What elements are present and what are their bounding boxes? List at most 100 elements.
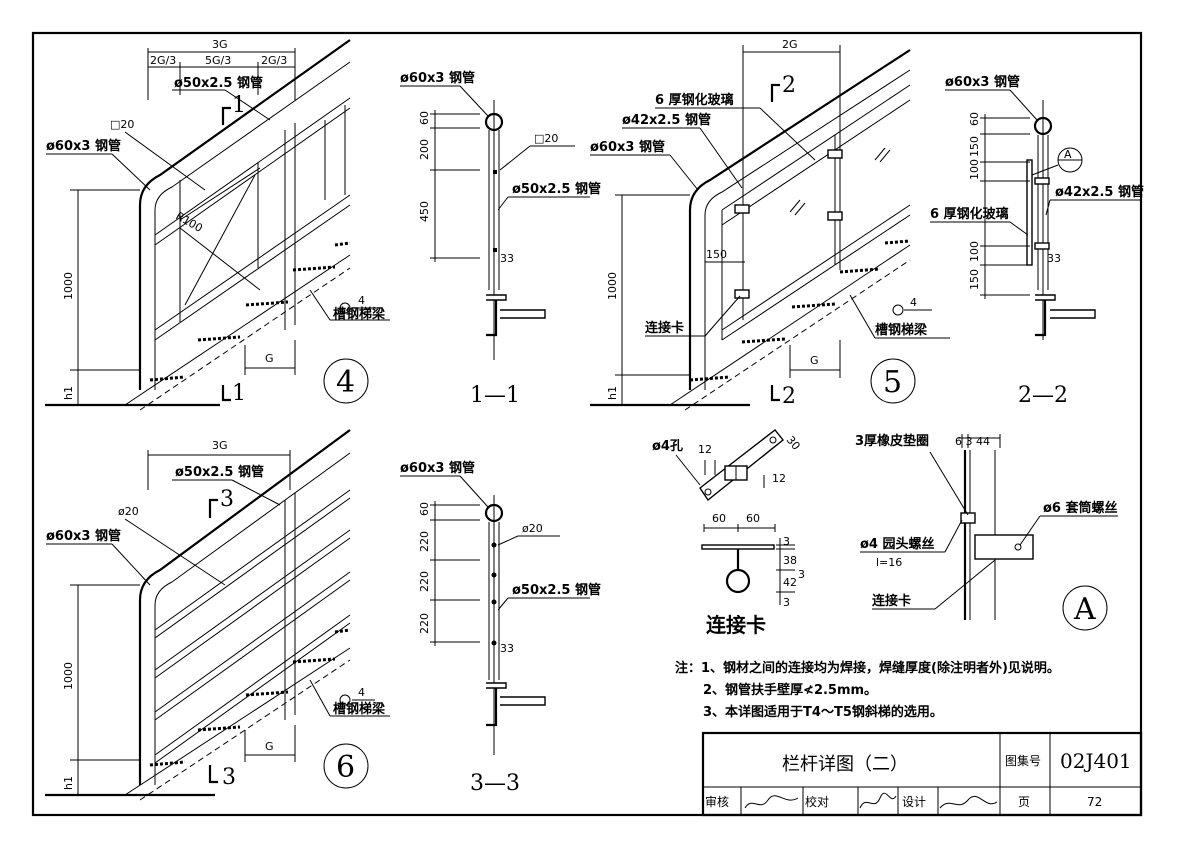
label-beam: 槽钢梯梁 — [333, 306, 386, 322]
detail-5: 2G 1000 h1 150 — [590, 38, 950, 411]
dim-3-220a: 220 — [418, 531, 431, 552]
check-label: 校对 — [805, 794, 829, 809]
label-clip-a: 连接卡 — [872, 593, 911, 609]
dim-3-220c: 220 — [418, 613, 431, 634]
dim-2g3-left: 2G/3 — [150, 54, 176, 67]
dim-2-150: 150 — [968, 136, 981, 157]
label-2-glass: 6 厚钢化玻璃 — [930, 206, 1009, 222]
dim-clip-3b: 3 — [783, 596, 790, 609]
label-clip-5: 连接卡 — [645, 320, 684, 336]
label-hole: ø4孔 — [652, 439, 683, 454]
dim-a: 6 3 44 — [955, 435, 990, 448]
label-post-60-6: ø60x3 钢管 — [46, 528, 121, 544]
atlas-code: 02J401 — [1060, 749, 1132, 773]
height-1000-5: 1000 — [606, 272, 619, 300]
section-3-title: 3—3 — [470, 771, 520, 796]
dim-12a: 12 — [698, 443, 712, 456]
signature-review — [744, 795, 799, 809]
label-rail-50: ø50x2.5 钢管 — [174, 75, 263, 91]
section-mark-2-bottom: 2 — [782, 384, 796, 409]
dim-2-33: 33 — [1047, 252, 1061, 265]
section-mark-1-bottom: 1 — [232, 381, 246, 406]
page-number: 72 — [1087, 795, 1102, 809]
dim-2-100b: 100 — [968, 241, 981, 262]
dim-g: G — [265, 352, 274, 365]
label-screw: ø4 园头螺丝 — [860, 536, 935, 552]
h1-label-6: h1 — [62, 776, 75, 790]
section-1-title: 1—1 — [470, 383, 520, 408]
detail-6: 3G 1000 h1 G ø50x2.5 钢管 ø20 ø60x3 钢管 — [45, 429, 390, 801]
dim-2-100a: 100 — [968, 159, 981, 180]
dim-1-60: 60 — [418, 111, 431, 125]
connector-title: 连接卡 — [706, 613, 766, 637]
label-square-20: □20 — [110, 118, 134, 131]
detail-letter-a: A — [1073, 592, 1096, 627]
sheet-border — [31, 31, 1143, 817]
label-rail-42: ø42x2.5 钢管 — [622, 112, 711, 128]
page-label: 页 — [1018, 795, 1030, 809]
section-mark-3-top: 3 — [220, 487, 234, 512]
ref-a-bubble: A — [1064, 148, 1072, 161]
note-1: 注：1、钢材之间的连接均为焊接，焊缝厚度(除注明者外)见说明。 — [675, 660, 1060, 676]
label-bar-20: ø20 — [118, 505, 139, 518]
section-mark-2-top: 2 — [782, 73, 796, 98]
dim-1-450: 450 — [418, 201, 431, 222]
dim-12b: 12 — [772, 472, 786, 485]
dim-60a: 60 — [712, 512, 726, 525]
dim-3-33: 33 — [500, 642, 514, 655]
dim-1-33: 33 — [500, 252, 514, 265]
design-label: 设计 — [902, 795, 926, 809]
section-mark-1-top: 1 — [232, 93, 246, 118]
dim-g-6: G — [265, 740, 274, 753]
label-3-bar: ø20 — [522, 522, 543, 535]
dim-clip-3: 3 — [783, 535, 790, 548]
section-3-3: 60 220 220 220 33 ø60x3 钢管 ø20 ø50x2.5 钢… — [400, 460, 601, 796]
atlas-label: 图集号 — [1005, 753, 1041, 768]
label-1-rail: ø50x2.5 钢管 — [512, 181, 601, 197]
h1-label: h1 — [62, 386, 75, 400]
dim-60b: 60 — [746, 512, 760, 525]
dim-1-200: 200 — [418, 139, 431, 160]
dim-2g3-right: 2G/3 — [261, 54, 287, 67]
drawing-title: 栏杆详图（二） — [782, 754, 908, 775]
dim-g-5: G — [810, 354, 819, 367]
dim-clip-42: 42 — [783, 576, 797, 589]
dim-2g: 2G — [782, 38, 798, 51]
label-2-rail: ø42x2.5 钢管 — [1055, 184, 1144, 200]
notes: 注：1、钢材之间的连接均为焊接，焊缝厚度(除注明者外)见说明。 2、钢管扶手壁厚… — [675, 660, 1060, 720]
label-1-square: □20 — [534, 132, 558, 145]
label-sleeve: ø6 套筒螺丝 — [1043, 500, 1118, 516]
connector-clip: ø4孔 12 30 12 60 60 3 38 42 3 3 连接卡 — [652, 429, 805, 637]
signature-design — [939, 795, 998, 809]
label-3-pipe: ø60x3 钢管 — [400, 460, 475, 476]
label-post-60-5: ø60x3 钢管 — [590, 139, 665, 155]
review-label: 审核 — [705, 794, 729, 809]
dim-3g-6: 3G — [212, 439, 228, 452]
ref-4: 4 — [358, 294, 365, 307]
dim-2-60: 60 — [968, 112, 981, 126]
section-mark-3-bottom: 3 — [222, 765, 236, 790]
section-2-title: 2—2 — [1018, 383, 1068, 408]
label-1-pipe: ø60x3 钢管 — [400, 70, 475, 86]
label-2-pipe: ø60x3 钢管 — [945, 74, 1020, 90]
dim-clip-38: 38 — [783, 554, 797, 567]
ref-4-6: 4 — [358, 686, 365, 699]
label-glass: 6 厚钢化玻璃 — [655, 92, 734, 108]
height-1000-6: 1000 — [62, 662, 75, 690]
detail-a: 6 3 44 3厚橡皮垫圈 ø6 套筒螺丝 ø4 园头螺丝 l=16 连接卡 A — [855, 433, 1118, 631]
section-1-1: 60 200 450 33 ø60x3 钢管 □20 ø50x2.5 钢管 1—… — [400, 70, 601, 408]
detail-number-6: 6 — [336, 750, 355, 785]
dim-5g3: 5G/3 — [205, 54, 231, 67]
title-block: 栏杆详图（二） 图集号 02J401 审核 校对 设计 页 72 — [701, 731, 1143, 817]
section-2-2: 60 150 100 100 150 33 ø60x3 钢管 A ø42x2.5… — [930, 74, 1144, 408]
detail-number-5: 5 — [883, 365, 902, 400]
note-2: 2、钢管扶手壁厚≮2.5mm。 — [703, 682, 877, 698]
label-gasket: 3厚橡皮垫圈 — [855, 433, 929, 449]
dim-2-150b: 150 — [968, 269, 981, 290]
label-3-rail: ø50x2.5 钢管 — [512, 582, 601, 598]
signature-check — [859, 792, 897, 809]
dim-30: 30 — [784, 434, 803, 453]
detail-number-4: 4 — [336, 365, 355, 400]
detail-4: 3G 2G/3 5G/3 2G/3 1000 — [45, 38, 390, 411]
